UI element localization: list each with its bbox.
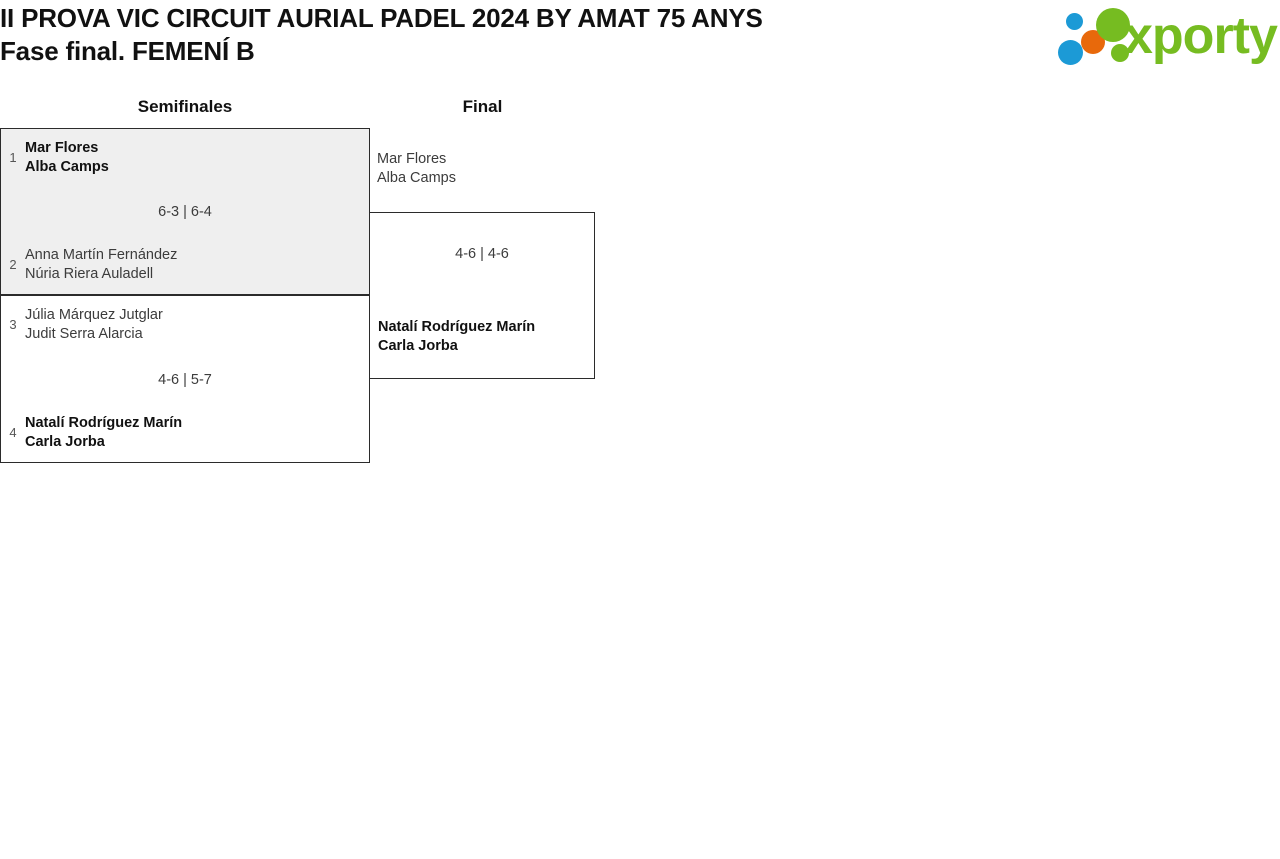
match-semifinal-1[interactable]: 1 Mar Flores Alba Camps 6-3 | 6-4 2 Anna… xyxy=(0,128,370,295)
player-name-2: Alba Camps xyxy=(25,159,109,175)
logo-wordmark: xporty xyxy=(1124,7,1278,65)
player-name-1: Natalí Rodríguez Marín xyxy=(25,415,183,431)
logo-dots-icon xyxy=(1056,8,1134,66)
player-name-2: Carla Jorba xyxy=(378,338,458,354)
match-score: 6-3 | 6-4 xyxy=(158,204,212,220)
match-team-top[interactable]: 1 Mar Flores Alba Camps xyxy=(1,139,369,177)
xporty-logo[interactable]: xporty xyxy=(1048,5,1278,67)
match-score: 4-6 | 5-7 xyxy=(158,372,212,388)
logo-dot-blue-small xyxy=(1066,13,1083,30)
seed-number: 2 xyxy=(9,257,17,272)
final-team-bottom[interactable]: Natalí Rodríguez Marín Carla Jorba xyxy=(370,318,594,356)
player-name-2: Alba Camps xyxy=(377,170,456,186)
player-name-1: Natalí Rodríguez Marín xyxy=(378,319,536,335)
player-name-1: Mar Flores xyxy=(25,140,99,156)
round-header-semifinals: Semifinales xyxy=(137,97,233,116)
tournament-title: II PROVA VIC CIRCUIT AURIAL PADEL 2024 B… xyxy=(0,3,763,33)
match-team-bottom[interactable]: 2 Anna Martín Fernández Núria Riera Aula… xyxy=(1,246,369,284)
player-name-2: Carla Jorba xyxy=(25,434,105,450)
player-name-1: Júlia Márquez Jutglar xyxy=(25,307,163,323)
final-team-top[interactable]: Mar Flores Alba Camps xyxy=(377,150,456,188)
match-score: 4-6 | 4-6 xyxy=(455,246,509,262)
match-final[interactable]: 4-6 | 4-6 Natalí Rodríguez Marín Carla J… xyxy=(369,212,595,379)
seed-number: 1 xyxy=(9,150,17,165)
team-players: Natalí Rodríguez Marín Carla Jorba xyxy=(25,414,369,452)
player-name-1: Mar Flores xyxy=(377,151,447,167)
team-players: Mar Flores Alba Camps xyxy=(377,151,456,186)
match-semifinal-2[interactable]: 3 Júlia Márquez Jutglar Judit Serra Alar… xyxy=(0,295,370,463)
team-players: Júlia Márquez Jutglar Judit Serra Alarci… xyxy=(25,306,369,344)
logo-dot-green-small xyxy=(1111,44,1129,62)
match-team-top[interactable]: 3 Júlia Márquez Jutglar Judit Serra Alar… xyxy=(1,306,369,344)
team-players: Mar Flores Alba Camps xyxy=(25,139,369,177)
tournament-title-block: II PROVA VIC CIRCUIT AURIAL PADEL 2024 B… xyxy=(0,2,1020,68)
seed-number: 3 xyxy=(9,317,17,332)
match-team-bottom[interactable]: 4 Natalí Rodríguez Marín Carla Jorba xyxy=(1,414,369,452)
logo-dot-green-large xyxy=(1096,8,1130,42)
logo-dot-blue-large xyxy=(1058,40,1083,65)
player-name-2: Judit Serra Alarcia xyxy=(25,326,143,342)
page-header: II PROVA VIC CIRCUIT AURIAL PADEL 2024 B… xyxy=(0,0,1280,78)
player-name-2: Núria Riera Auladell xyxy=(25,266,154,282)
player-name-1: Anna Martín Fernández xyxy=(25,247,178,263)
tournament-phase-subtitle: Fase final. FEMENÍ B xyxy=(0,36,255,66)
team-players: Anna Martín Fernández Núria Riera Aulade… xyxy=(25,246,369,284)
round-header-final: Final xyxy=(462,97,503,116)
team-players: Natalí Rodríguez Marín Carla Jorba xyxy=(370,318,594,356)
seed-number: 4 xyxy=(9,425,17,440)
